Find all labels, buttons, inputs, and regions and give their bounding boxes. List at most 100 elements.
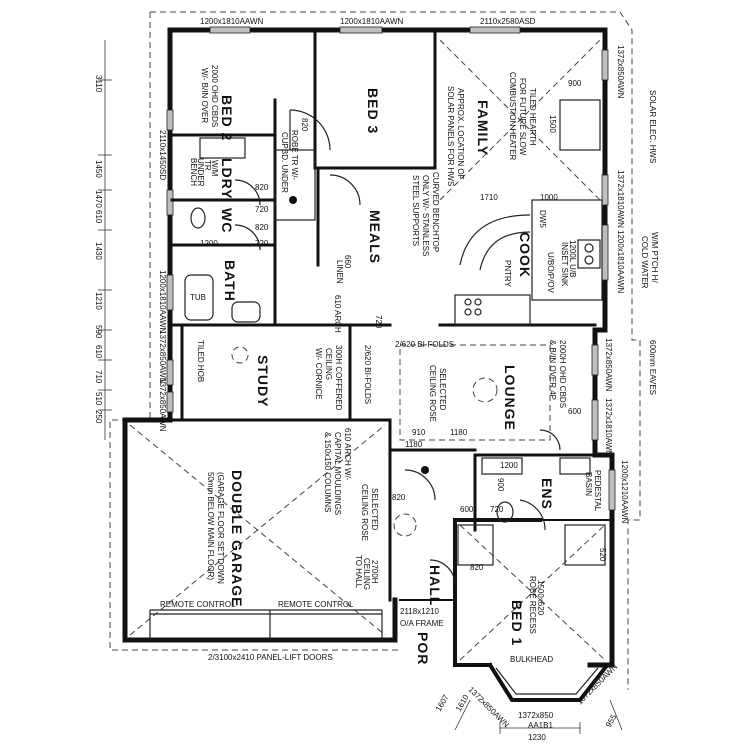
note-bed2-robe-2: W/- B/IN OVER xyxy=(200,68,209,123)
dim-720-d: 720 xyxy=(490,505,504,514)
room-label-study: STUDY xyxy=(255,355,271,407)
dim-left-2: 1200x1810AAWN xyxy=(158,270,167,334)
note-ldry-1: W/M xyxy=(210,160,219,177)
dim-1500: 1500 xyxy=(548,115,557,133)
dim-lv-610-b: 610 xyxy=(94,345,103,359)
note-hearth-2: FOR FUTURE SLOW xyxy=(518,78,527,156)
room-label-ens: ENS xyxy=(539,478,555,510)
note-rose-2: CEILING ROSE xyxy=(428,365,437,422)
note-garage-sub-2: 50mm BELOW MAIN FLOOR) xyxy=(206,472,215,580)
note-arch: 610 ARCH xyxy=(333,295,342,333)
note-bulkhead: BULKHEAD xyxy=(510,655,553,664)
dim-top-3: 2110x2580ASD xyxy=(480,17,536,26)
windows xyxy=(166,26,616,511)
note-study-1: 300H COFFERED xyxy=(334,345,343,411)
dim-lv-610: 610 xyxy=(94,210,103,224)
note-remote-2: REMOTE CONTROL xyxy=(278,600,354,609)
dim-900: 900 xyxy=(568,79,582,88)
dim-720-a: 720 xyxy=(255,205,269,214)
room-label-ldry: LDRY xyxy=(219,158,235,200)
room-label-wc: WC xyxy=(219,208,235,233)
bed1-details xyxy=(457,524,606,661)
note-bench-3: STEEL SUPPORTS xyxy=(411,175,420,246)
dim-720-c: 720 xyxy=(374,315,383,329)
note-w600: 600 xyxy=(568,407,582,416)
room-label-por: POR xyxy=(415,632,431,665)
note-panel-doors: 2/3100x2410 PANEL-LIFT DOORS xyxy=(208,653,333,662)
note-cold-water-1: W/M PTCH H/ xyxy=(650,232,659,283)
note-arch-2c: & 150x150 COLUMNS xyxy=(323,432,332,512)
dim-lv-510: 510 xyxy=(94,392,103,406)
room-label-cook: COOK xyxy=(517,232,533,278)
dim-1230: 1230 xyxy=(528,733,546,742)
dim-top-2: 1200x1810AAWN xyxy=(340,17,404,26)
dim-820-c: 820 xyxy=(392,493,406,502)
note-rose-4: CEILING ROSE xyxy=(360,484,369,541)
note-bifold-2: 2/620 BI-FOLDS xyxy=(363,345,372,404)
note-frame-1: 2118x1210 xyxy=(400,607,440,616)
note-bench-2: ONLY W/- STAINLESS xyxy=(421,175,430,256)
note-lounge-2: & B/IN OVER 4P xyxy=(548,340,557,400)
note-solar-elec: SOLAR ELEC. HWS xyxy=(648,90,657,163)
dim-lv-710: 710 xyxy=(94,370,103,384)
note-frame-2: O/A FRAME xyxy=(400,619,444,628)
kitchen-fittings xyxy=(454,199,603,326)
dim-right-1: 1372x850AWN xyxy=(616,45,625,99)
room-label-family: FAMILY xyxy=(475,100,491,156)
dim-900-b: 900 xyxy=(496,478,505,492)
dim-right-3: 1200x1810AAWN xyxy=(616,230,625,294)
dim-lv-590: 590 xyxy=(94,325,103,339)
dim-lv-3110: 3110 xyxy=(94,75,103,93)
note-sink-2: INSET SINK xyxy=(560,242,569,287)
note-solar-2: SOLAR PANELS FOR HWS xyxy=(446,86,455,186)
room-label-bed3: BED 3 xyxy=(365,88,381,134)
note-pntry: PNTRY xyxy=(503,260,512,288)
dim-820-a: 820 xyxy=(255,183,269,192)
note-ceil-2: CEILING xyxy=(362,558,371,590)
note-ldry-4: BENCH xyxy=(189,158,198,186)
note-linen-1: 660 xyxy=(343,255,352,269)
note-solar-1: APPROX. LOCATION OF xyxy=(456,88,465,180)
dim-1200-a: 1200 xyxy=(200,239,218,248)
dim-600: 600 xyxy=(460,505,474,514)
dim-520: 520 xyxy=(598,548,607,562)
dim-bay-1: 1372x850AWN xyxy=(467,685,511,729)
note-ceil-1: 2700H xyxy=(370,560,379,584)
dim-b-1607: 1607 xyxy=(434,693,451,713)
dim-lv-1430: 1430 xyxy=(94,242,103,260)
dim-top-1: 1200x1810AAWN xyxy=(200,17,264,26)
note-ubo: U/BO/P/OV xyxy=(546,252,555,294)
door-swings xyxy=(234,109,561,586)
dim-b-aa: AA1B1 xyxy=(528,721,553,730)
room-label-bath: BATH xyxy=(222,260,238,302)
room-label-lounge: LOUNGE xyxy=(502,365,518,431)
note-study-2: CEILING xyxy=(324,348,333,380)
room-label-bed1: BED 1 xyxy=(509,600,525,646)
note-remote-1: REMOTE CONTROL xyxy=(160,600,236,609)
note-lounge-1: 2000H OHD CBDS xyxy=(558,340,567,408)
dim-lv-1210: 1210 xyxy=(94,292,103,310)
dim-left-4: 1372x850AWN xyxy=(158,378,167,432)
room-label-meals: MEALS xyxy=(367,210,383,264)
note-robe-1: 820 xyxy=(300,118,309,132)
dim-left-1: 2110x1450SD xyxy=(158,130,167,180)
note-tub: TUB xyxy=(190,293,206,302)
dim-1180-a: 1180 xyxy=(405,440,423,449)
note-sink-1: 1200L U/B xyxy=(568,240,577,278)
note-arch-2a: 610 ARCH W/- xyxy=(343,428,352,481)
note-ceil-3: TO HALL xyxy=(354,555,363,589)
dim-820-d: 820 xyxy=(470,563,484,572)
note-ldry-3: UNDER xyxy=(196,158,205,187)
dim-1000: 1000 xyxy=(540,193,558,202)
dim-910: 910 xyxy=(412,428,426,437)
note-bed2-robe-1: 2000 OHD CBDS xyxy=(210,65,219,127)
note-rose-3: SELECTED xyxy=(370,488,379,530)
note-study-3: W/- CORNICE xyxy=(314,348,323,400)
bay-dimensions xyxy=(454,699,623,734)
room-label-hall: HALL xyxy=(427,565,443,606)
dim-lv-1450: 1450 xyxy=(94,160,103,178)
dim-bay-2: 1372x850 xyxy=(518,711,554,720)
note-pedestal-2: BASIN xyxy=(584,472,593,496)
note-linen-2: LINEN xyxy=(335,260,344,284)
